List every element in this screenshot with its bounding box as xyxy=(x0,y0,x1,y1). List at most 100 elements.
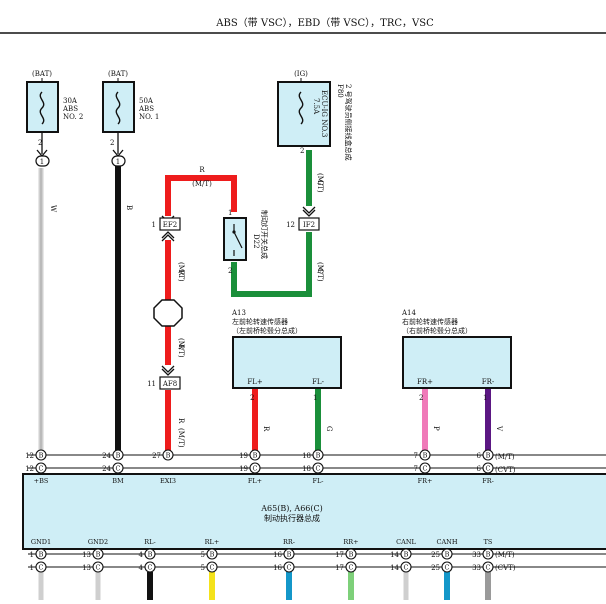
pin-number: 33 xyxy=(472,551,481,559)
pin-letter: C xyxy=(253,465,258,473)
pin-terminal xyxy=(482,548,494,560)
pin-number: 13 xyxy=(82,564,91,572)
wire-label-b: B xyxy=(125,205,133,210)
pin-letter: C xyxy=(96,564,101,572)
svg-text:F80: F80 xyxy=(336,84,344,98)
pin-terminal xyxy=(312,462,324,474)
pin-terminal xyxy=(419,449,431,461)
pin-label: GND1 xyxy=(31,538,51,546)
svg-text:11: 11 xyxy=(147,380,156,388)
svg-text:（左前桥轮毂分总成）: （左前桥轮毂分总成） xyxy=(232,326,302,335)
pin-letter: C xyxy=(210,564,215,572)
svg-text:FR+: FR+ xyxy=(417,378,433,386)
svg-text:NO. 2: NO. 2 xyxy=(63,113,83,121)
pin-number: 16 xyxy=(273,551,282,559)
svg-text:(M/T): (M/T) xyxy=(177,262,185,282)
pin-letter: B xyxy=(148,551,153,559)
pin-letter: B xyxy=(404,551,409,559)
pin-letter: C xyxy=(423,465,428,473)
wire-red-brake xyxy=(165,175,237,216)
svg-text:A13: A13 xyxy=(231,309,246,317)
pin-letter: B xyxy=(210,551,215,559)
svg-text:FL-: FL- xyxy=(312,378,325,386)
pin-terminal xyxy=(92,561,104,573)
pin-label: BM xyxy=(112,477,124,485)
pin-letter: C xyxy=(316,465,321,473)
svg-text:R: R xyxy=(177,418,185,424)
pin-terminal xyxy=(482,462,494,474)
pin-letter: B xyxy=(96,551,101,559)
svg-text:G: G xyxy=(325,426,333,432)
green-circuit-labels: G (M/T) G (M/T) xyxy=(316,173,324,282)
pin-letter: C xyxy=(39,564,44,572)
pin-number: 6 xyxy=(477,465,482,473)
svg-text:ECU-IG NO.3: ECU-IG NO.3 xyxy=(320,90,328,137)
pin-letter: B xyxy=(486,551,491,559)
svg-text:(IG): (IG) xyxy=(294,70,308,78)
pin-number: 12 xyxy=(25,465,34,473)
pin-letter: B xyxy=(486,452,491,460)
svg-text:1: 1 xyxy=(152,221,156,229)
pin-terminal xyxy=(35,462,47,474)
pin-label: RR- xyxy=(283,538,295,546)
pin-number: 18 xyxy=(302,452,311,460)
pin-number: 7 xyxy=(414,465,418,473)
svg-text:(M/T): (M/T) xyxy=(192,180,212,188)
brake-light-switch: 1 2 D22 制动灯开关总成 xyxy=(223,209,269,275)
wire-green-ig xyxy=(231,150,312,297)
svg-text:1: 1 xyxy=(116,158,120,166)
pin-letter: B xyxy=(253,452,258,460)
pin-label: CANL xyxy=(396,538,416,546)
pin-terminal xyxy=(283,561,295,573)
svg-text:A14: A14 xyxy=(401,309,417,317)
pin-number: 19 xyxy=(239,452,248,460)
pin-terminal xyxy=(249,449,261,461)
pin-terminal xyxy=(112,462,124,474)
pin-label: RL+ xyxy=(205,538,220,546)
pin-number: 19 xyxy=(239,465,248,473)
pin-letter: B xyxy=(423,452,428,460)
connector-if2: 12 IF2 xyxy=(286,206,320,231)
svg-text:R: R xyxy=(177,270,185,276)
pin-terminal xyxy=(162,449,174,461)
pin-letter: C xyxy=(404,564,409,572)
svg-text:2: 2 xyxy=(250,394,254,402)
svg-text:NO. 1: NO. 1 xyxy=(139,113,159,121)
pin-terminal xyxy=(283,548,295,560)
pin-terminal xyxy=(482,449,494,461)
brake-actuator-box xyxy=(22,473,606,550)
pin-terminal xyxy=(345,561,357,573)
pin-number: 13 xyxy=(82,551,91,559)
fuse-abs-no1: (BAT) 50A ABS NO. 1 2 1 xyxy=(102,70,159,167)
svg-text:(BAT): (BAT) xyxy=(32,70,52,78)
pin-terminal xyxy=(249,462,261,474)
svg-text:1: 1 xyxy=(228,209,232,217)
svg-text:左前轮转速传感器: 左前轮转速传感器 xyxy=(232,317,288,326)
svg-text:ABS: ABS xyxy=(62,105,78,113)
pin-letter: C xyxy=(287,564,292,572)
pin-letter: C xyxy=(349,564,354,572)
pin-letter: C xyxy=(445,564,450,572)
svg-text:1: 1 xyxy=(313,394,317,402)
pin-number: 24 xyxy=(102,452,111,460)
pin-number: 12 xyxy=(25,452,34,460)
svg-text:右前轮转速传感器: 右前轮转速传感器 xyxy=(402,317,458,326)
pin-letter: B xyxy=(39,551,44,559)
pin-letter: B xyxy=(349,551,354,559)
pin-letter: C xyxy=(148,564,153,572)
pin-letter: B xyxy=(287,551,292,559)
pin-number: 14 xyxy=(390,551,399,559)
pin-label: TS xyxy=(484,538,493,546)
pin-number: 7 xyxy=(414,452,418,460)
svg-text:制动灯开关总成: 制动灯开关总成 xyxy=(260,210,269,259)
